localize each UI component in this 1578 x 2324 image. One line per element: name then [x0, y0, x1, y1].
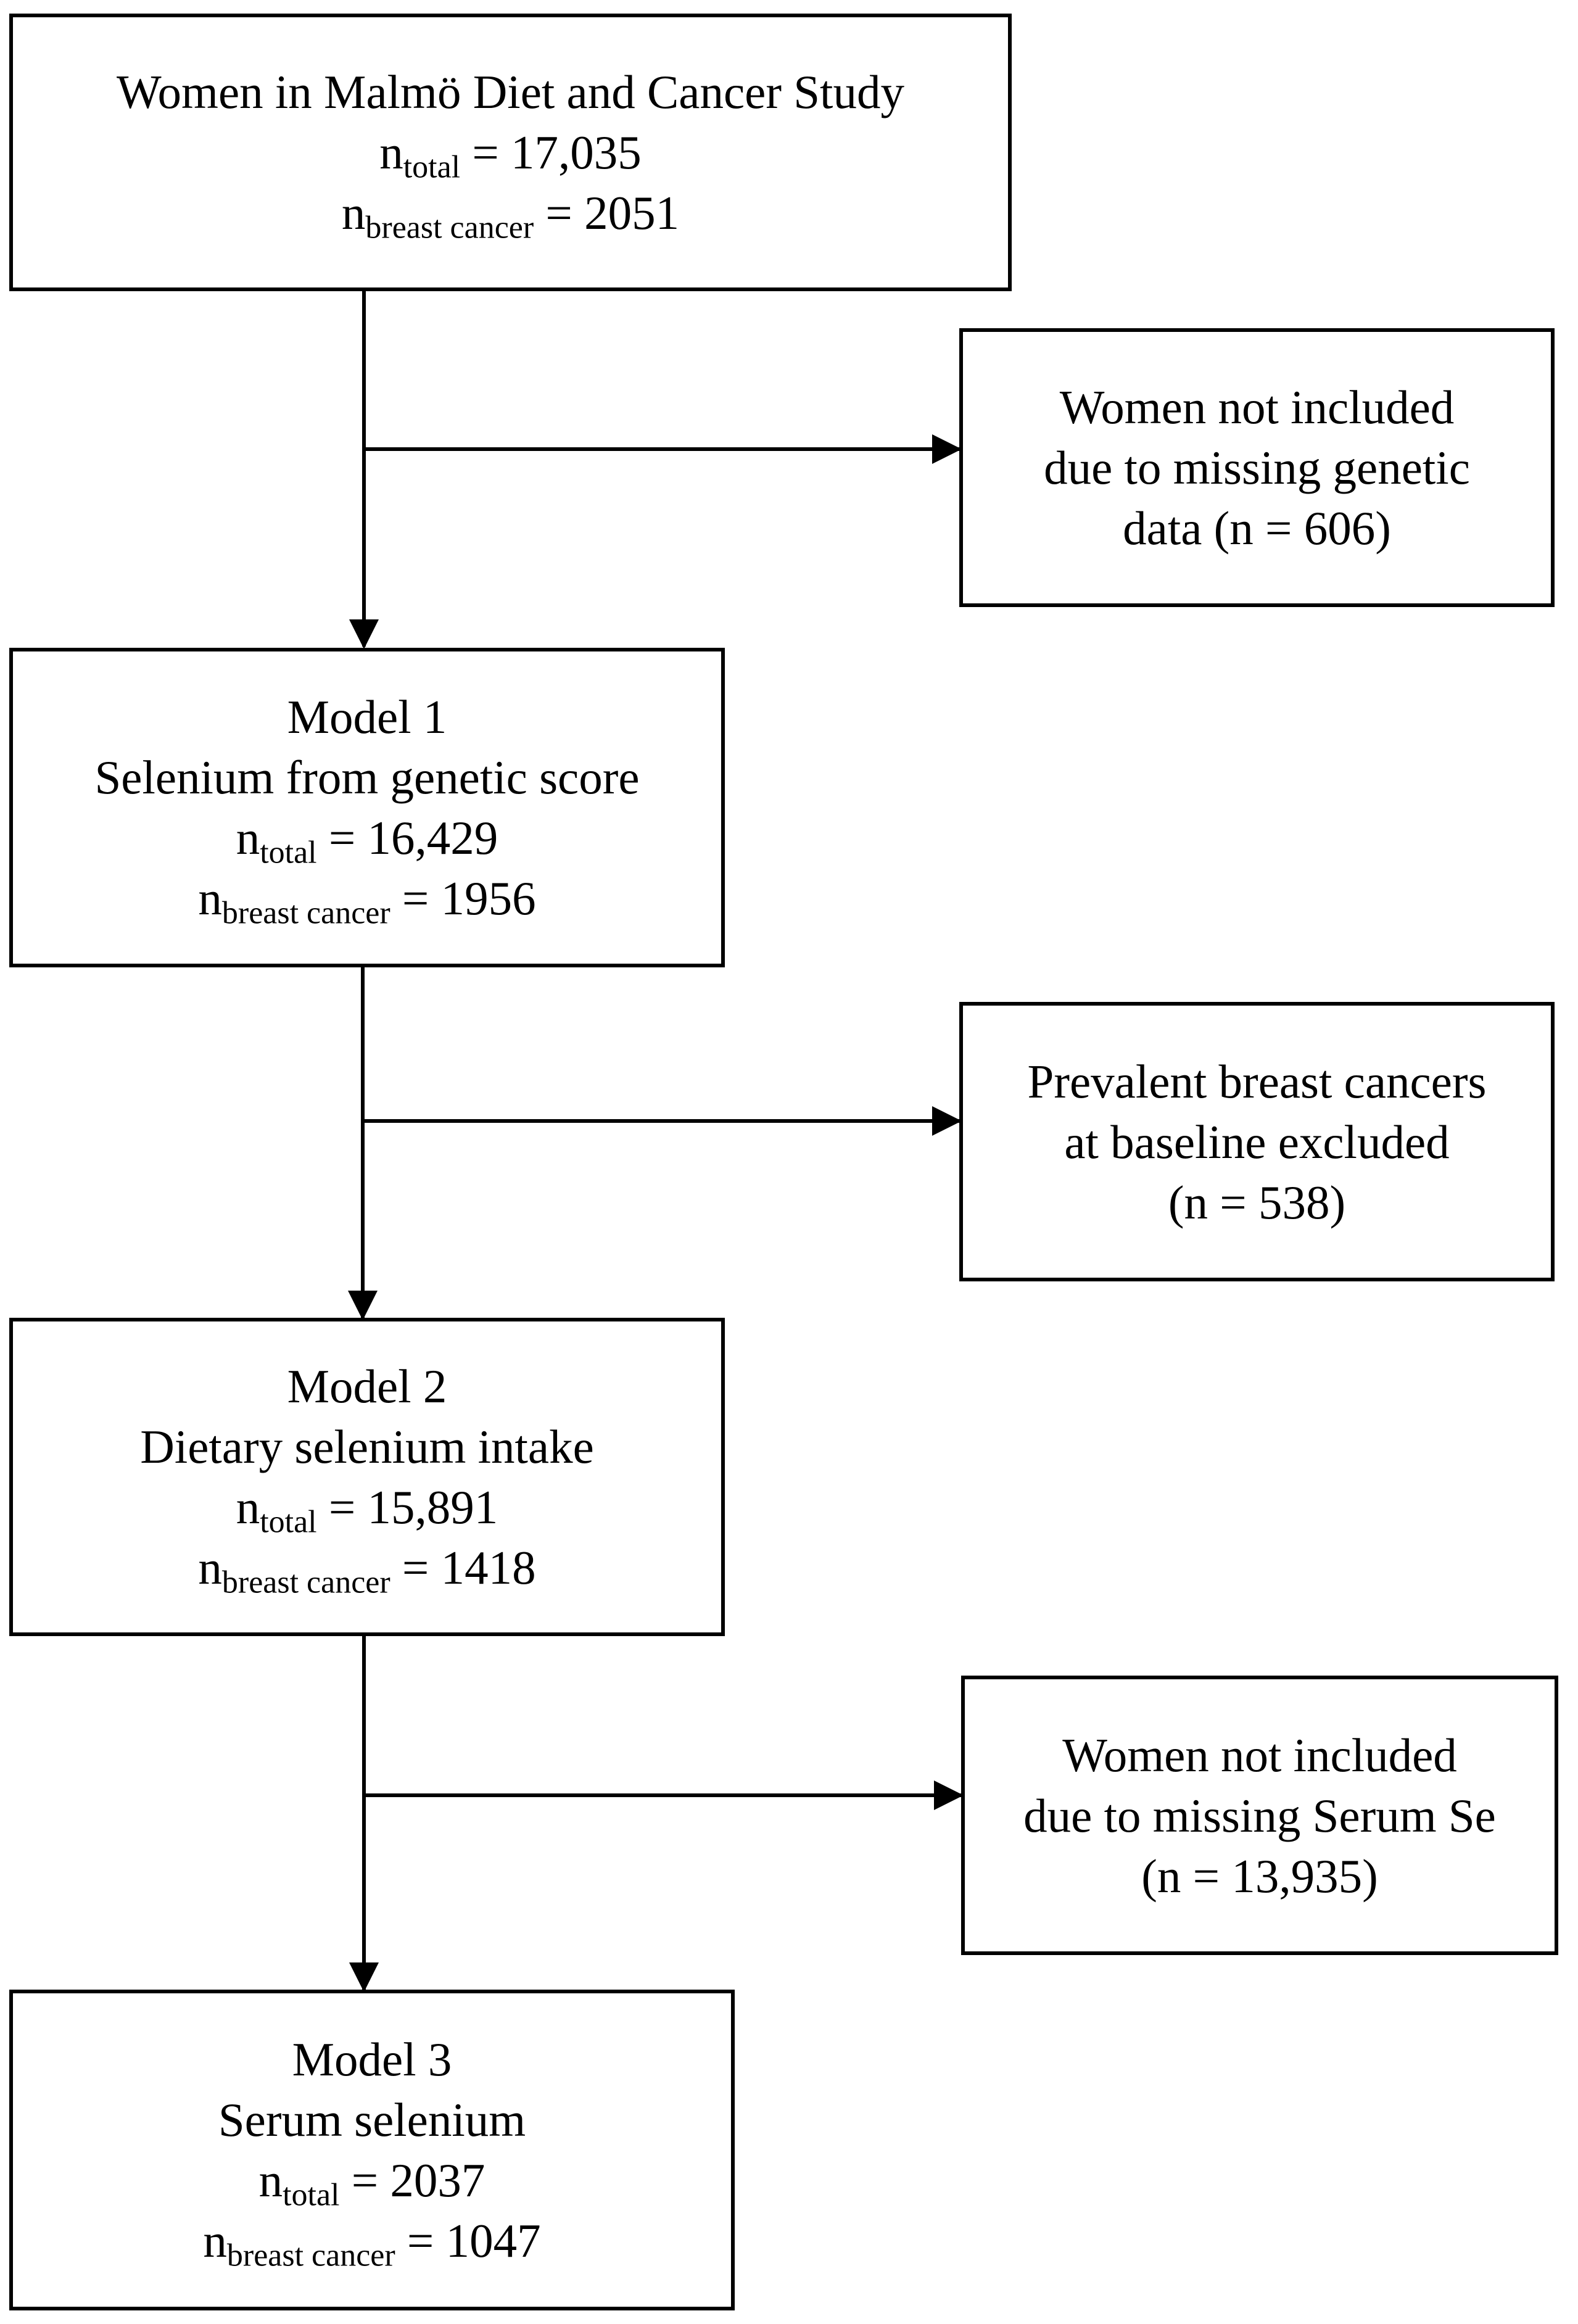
exclusion-line: data (n = 606) — [1123, 502, 1391, 555]
n-breast-cancer-line: nbreast cancer = 1047 — [203, 2214, 541, 2273]
exclusion-line: (n = 538) — [1168, 1175, 1346, 1229]
exclusion-line: (n = 13,935) — [1141, 1849, 1378, 1903]
exclusion-missing-genetic-box: Women not included due to missing geneti… — [959, 328, 1555, 607]
exclusion-line: due to missing Serum Se — [1023, 1788, 1496, 1842]
model-2-box: Model 2 Dietary selenium intake ntotal =… — [9, 1318, 725, 1636]
exclusion-line: at baseline excluded — [1064, 1115, 1450, 1168]
n-total-line: ntotal = 15,891 — [236, 1481, 498, 1540]
box-subtitle: Dietary selenium intake — [140, 1420, 594, 1473]
box-subtitle: Selenium from genetic score — [94, 751, 640, 804]
n-total-line: ntotal = 17,035 — [379, 126, 642, 185]
box-subtitle: Serum selenium — [218, 2093, 526, 2146]
exclusion-missing-serum-box: Women not included due to missing Serum … — [961, 1676, 1558, 1955]
exclusion-line: Prevalent breast cancers — [1027, 1054, 1487, 1108]
exclusion-line: due to missing genetic — [1044, 441, 1470, 494]
exclusion-prevalent-cancer-box: Prevalent breast cancers at baseline exc… — [959, 1002, 1555, 1281]
n-breast-cancer-line: nbreast cancer = 1956 — [198, 872, 536, 931]
n-total-line: ntotal = 16,429 — [236, 811, 498, 870]
box-title: Model 2 — [287, 1360, 447, 1413]
n-breast-cancer-line: nbreast cancer = 2051 — [341, 186, 680, 246]
box-title: Model 1 — [287, 690, 447, 743]
model-1-box: Model 1 Selenium from genetic score ntot… — [9, 648, 725, 967]
exclusion-line: Women not included — [1059, 381, 1455, 434]
n-total-line: ntotal = 2037 — [258, 2154, 485, 2213]
box-title: Model 3 — [292, 2033, 452, 2086]
box-title: Women in Malmö Diet and Cancer Study — [117, 65, 904, 118]
study-population-box: Women in Malmö Diet and Cancer Study nto… — [9, 14, 1012, 291]
exclusion-line: Women not included — [1062, 1728, 1457, 1782]
model-3-box: Model 3 Serum selenium ntotal = 2037 nbr… — [9, 1990, 735, 2310]
n-breast-cancer-line: nbreast cancer = 1418 — [198, 1541, 536, 1600]
